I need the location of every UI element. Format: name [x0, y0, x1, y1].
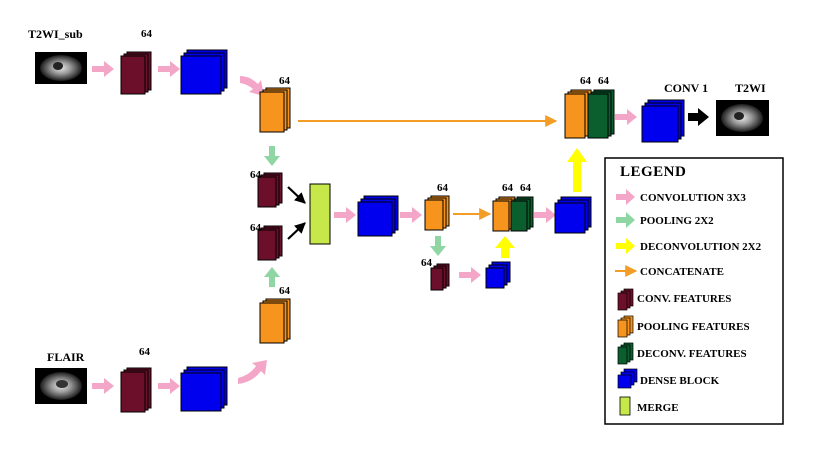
conv-arrow [334, 207, 356, 223]
channel-label: 64 [139, 346, 151, 358]
dense-block [357, 195, 399, 237]
deconv-arrow [495, 236, 515, 258]
channel-label: 64 [598, 75, 610, 87]
yellow-arrow-icon [616, 238, 635, 254]
dense-block [485, 261, 511, 289]
merge-block [309, 183, 331, 245]
conv-arrow [158, 378, 180, 394]
conv-arrow [240, 76, 264, 96]
dense-block [180, 49, 228, 95]
channel-label: 64 [279, 285, 291, 297]
legend-item-label: POOLING 2X2 [640, 215, 714, 227]
conv-arrow [459, 267, 481, 283]
conv-arrow [92, 378, 114, 394]
pool-arrow [430, 236, 446, 256]
channel-label: 64 [502, 182, 514, 194]
conv-arrow [534, 207, 556, 223]
dense-block [180, 366, 228, 412]
legend-item-label: CONVOLUTION 3X3 [640, 192, 746, 204]
conv-block [430, 263, 450, 291]
legend-item-label: CONV. FEATURES [637, 293, 731, 305]
output-image [716, 100, 769, 136]
flair-image [35, 368, 87, 404]
flair-label: FLAIR [47, 350, 85, 364]
conv-arrow [400, 207, 422, 223]
conv1-label: CONV 1 [664, 81, 708, 95]
conv-block [120, 367, 152, 413]
conv-arrow [158, 61, 180, 77]
conv-arrow [92, 61, 114, 77]
legend: LEGEND CONVOLUTION 3X3 POOLING 2X2 DECON… [604, 157, 784, 425]
pool-block [259, 87, 291, 133]
channel-label: 64 [437, 182, 449, 194]
conv-arrow [238, 360, 267, 384]
legend-item-label: MERGE [637, 402, 679, 414]
dense-block [554, 196, 592, 234]
pool-arrow [264, 267, 280, 287]
pink-arrow-icon [616, 189, 635, 205]
legend-item-label: DENSE BLOCK [640, 375, 720, 387]
channel-label: 64 [141, 28, 153, 40]
pool-arrow [264, 146, 280, 166]
deconv-block [587, 89, 615, 139]
channel-label: 64 [520, 182, 532, 194]
conv-block-icon [617, 288, 634, 311]
merge-arrow [287, 222, 306, 240]
t2wi-sub-image [35, 52, 87, 84]
channel-label: 64 [421, 257, 433, 269]
merge-block-icon [619, 396, 631, 416]
t2wi-sub-label: T2WI_sub [28, 27, 83, 41]
channel-label: 64 [580, 75, 592, 87]
legend-item-label: CONCATENATE [640, 266, 724, 278]
output-label: T2WI [735, 81, 766, 95]
channel-label: 64 [250, 222, 262, 234]
conv-block [120, 51, 152, 95]
deconv-block-icon [617, 342, 634, 365]
pool-block [564, 89, 592, 139]
deconv-arrow [567, 148, 587, 192]
deconv-block [510, 196, 534, 232]
merge-arrow [287, 186, 306, 204]
green-arrow-icon [616, 212, 635, 228]
output-arrow [688, 108, 709, 126]
legend-title: LEGEND [620, 164, 686, 180]
conv-arrow [615, 109, 637, 125]
conv-block [257, 225, 283, 261]
pool-block [424, 195, 450, 231]
legend-item-label: POOLING FEATURES [637, 321, 750, 333]
dense-block [641, 99, 685, 143]
conv-block [257, 172, 283, 208]
dense-block-icon [617, 368, 638, 389]
channel-label: 64 [279, 75, 291, 87]
pool-block [259, 298, 291, 344]
legend-item-label: DECONVOLUTION 2X2 [640, 241, 762, 253]
channel-label: 64 [250, 169, 262, 181]
legend-item-label: DECONV. FEATURES [637, 348, 747, 360]
pool-block-icon [617, 315, 634, 338]
